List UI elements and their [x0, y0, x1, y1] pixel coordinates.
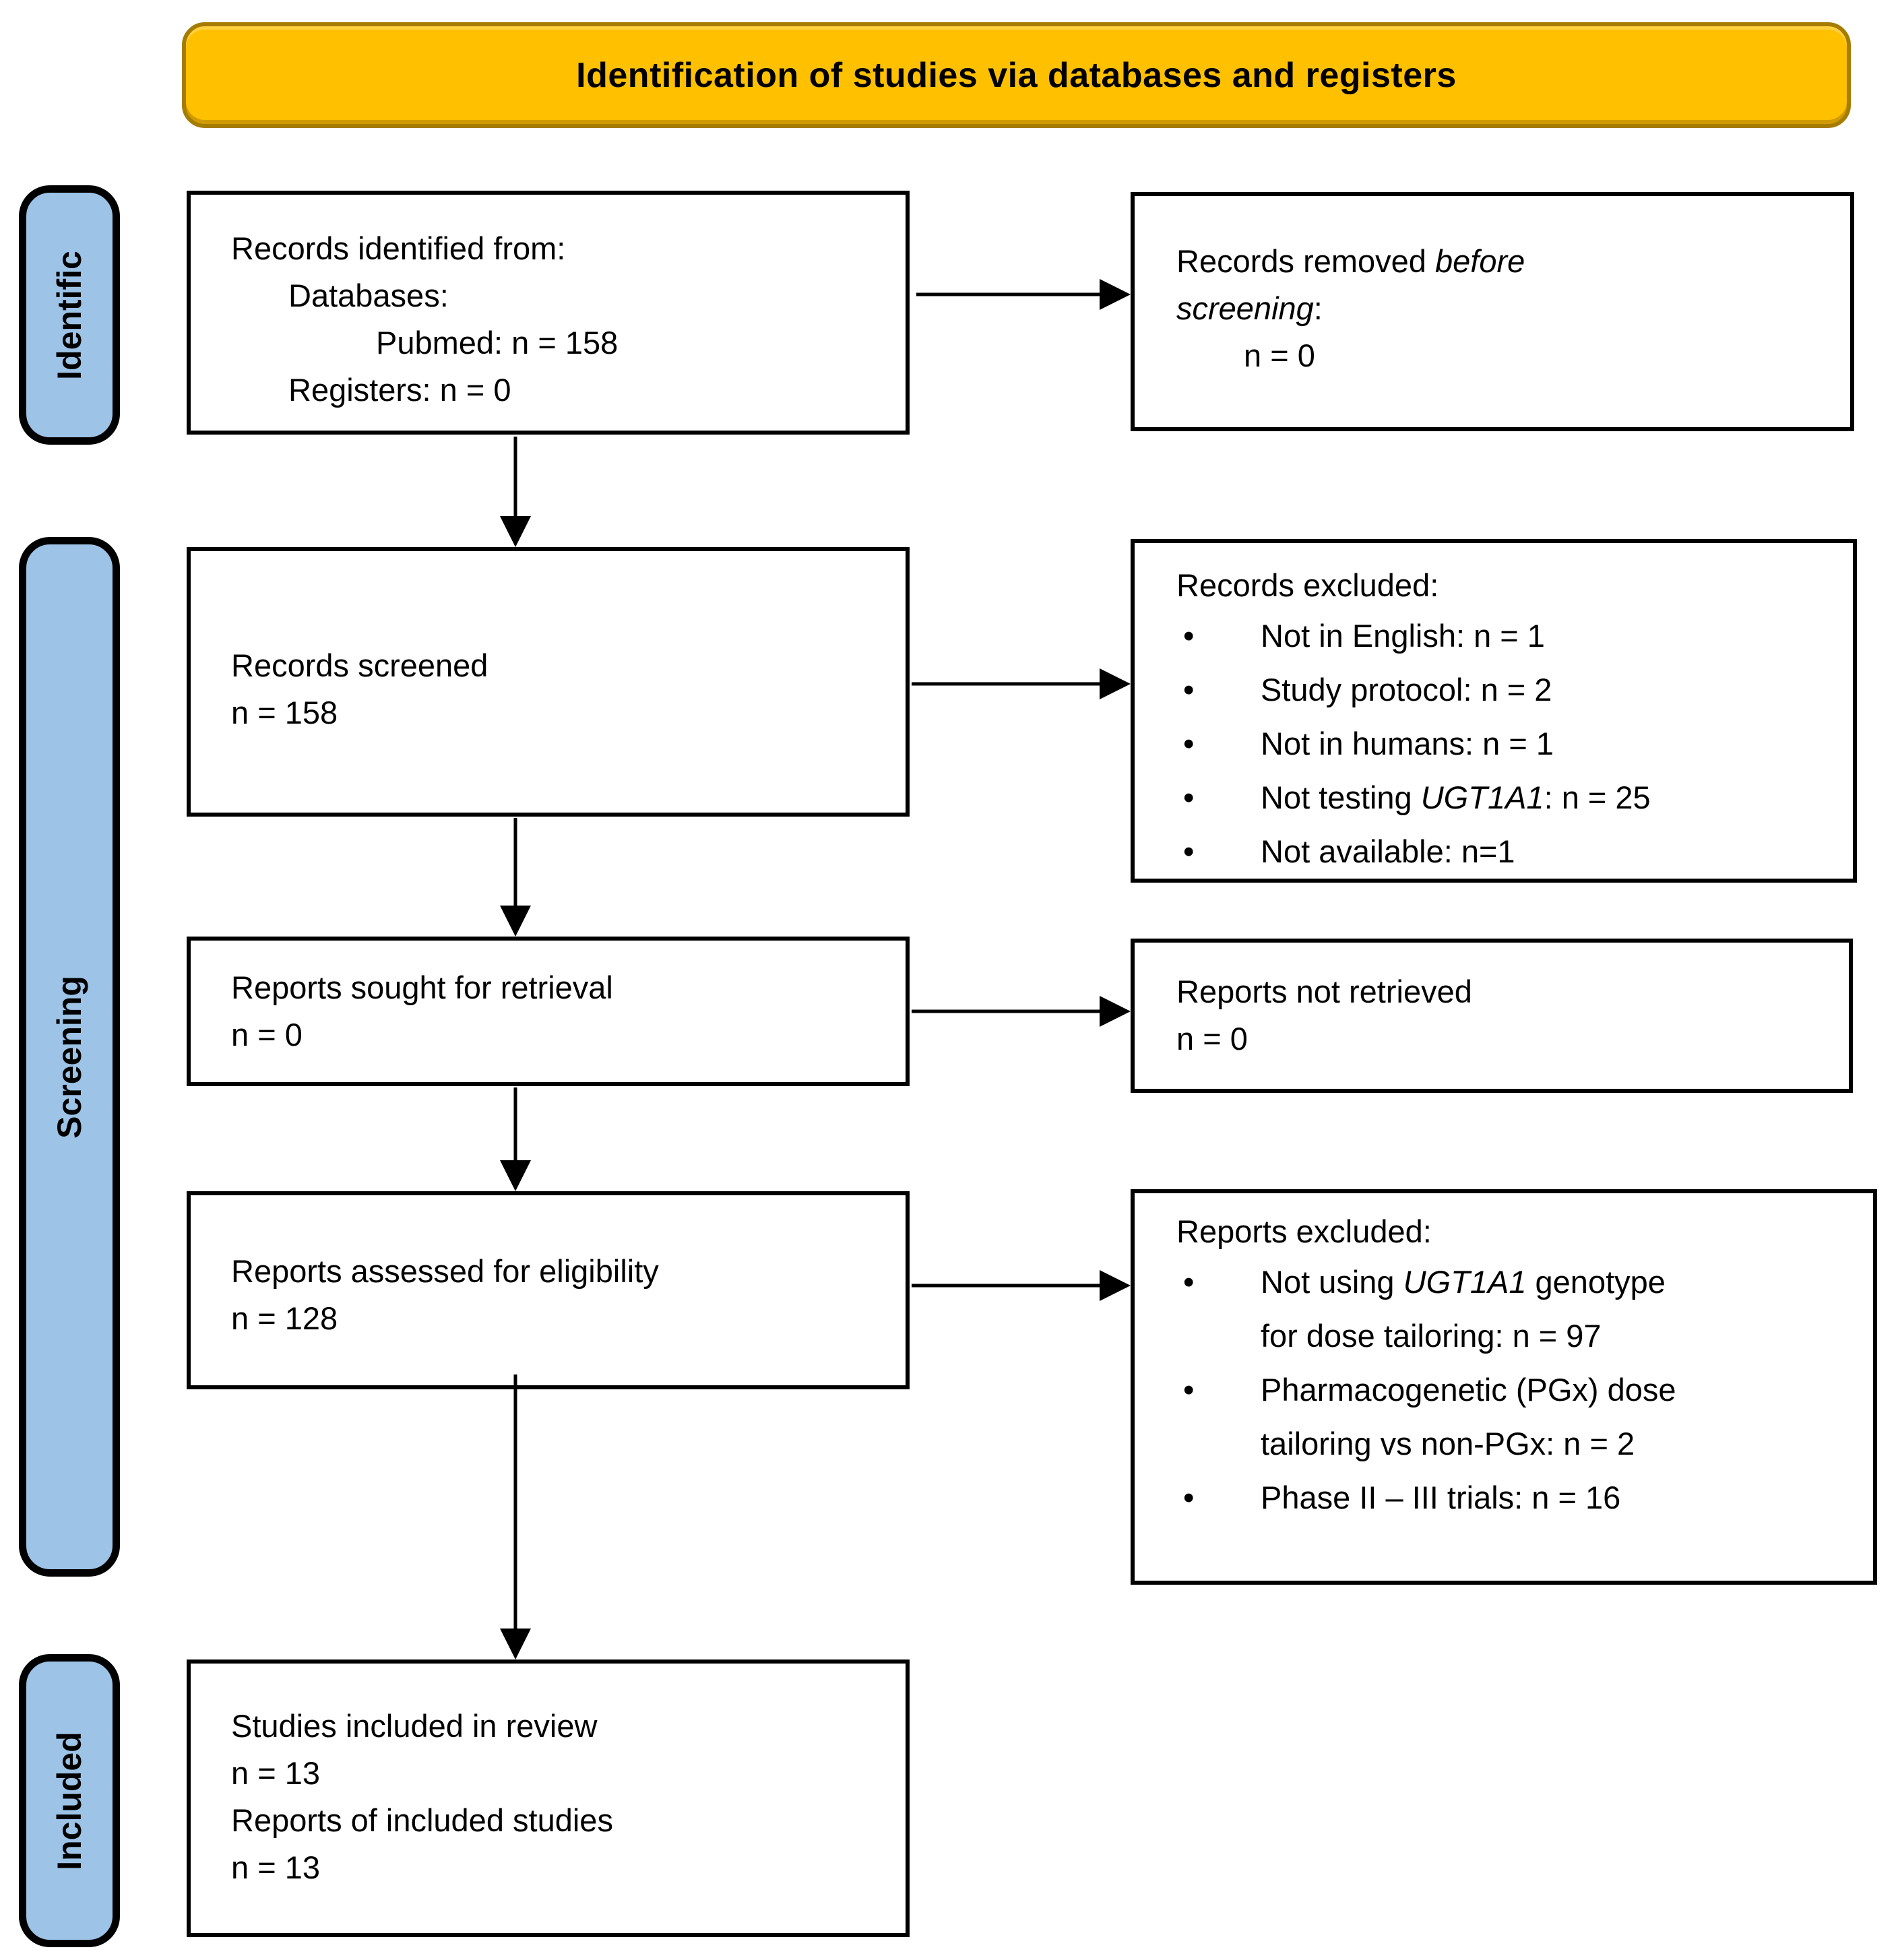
records-excluded-item-text: Not testing UGT1A1: n = 25 — [1261, 771, 1843, 825]
reports-excluded-item-text: Not using UGT1A1 genotype for dose tailo… — [1261, 1255, 1863, 1363]
item-em: UGT1A1 — [1420, 780, 1544, 815]
item-text: Phase II – III trials: n = 16 — [1261, 1480, 1621, 1515]
records-removed-em1: before — [1435, 243, 1525, 279]
arrow-identified-to-removed — [916, 279, 1131, 310]
records-screened-box: Records screened n = 158 — [187, 547, 910, 817]
records-removed-colon: : — [1313, 290, 1323, 326]
records-identified-registers: Registers: n = 0 — [288, 372, 511, 408]
reports-sought-box: Reports sought for retrieval n = 0 — [187, 937, 910, 1086]
reports-excluded-item-text: Phase II – III trials: n = 16 — [1261, 1471, 1863, 1525]
arrow-screened-to-sought — [500, 818, 531, 937]
reports-sought-count: n = 0 — [231, 1017, 303, 1052]
records-excluded-heading: Records excluded: — [1176, 567, 1439, 603]
bullet-icon: • — [1183, 833, 1195, 869]
bullet-icon: • — [1183, 672, 1195, 707]
item-line2: tailoring vs non-PGx: n = 2 — [1261, 1426, 1635, 1461]
records-identified-databases: Databases: — [288, 278, 449, 313]
arrow-screened-to-records-excluded — [912, 668, 1131, 699]
arrow-assessed-to-included — [500, 1374, 531, 1659]
item-line1: Not using UGT1A1 genotype — [1261, 1264, 1666, 1300]
sidebar-included: Included — [19, 1654, 120, 1947]
bullet-icon: • — [1183, 1480, 1195, 1515]
records-excluded-item: • Not in humans: n = 1 — [1176, 717, 1843, 771]
item-tail: : n = 25 — [1544, 780, 1651, 815]
item-line1: Pharmacogenetic (PGx) dose — [1261, 1372, 1676, 1408]
sidebar-screening: Screening — [19, 537, 120, 1577]
item-text: Not available: n=1 — [1261, 833, 1515, 869]
bullet-icon: • — [1183, 1264, 1195, 1300]
reports-assessed-line: Reports assessed for eligibility — [231, 1253, 659, 1289]
reports-excluded-heading: Reports excluded: — [1176, 1213, 1432, 1249]
bullet-icon: • — [1183, 1372, 1195, 1408]
reports-excluded-item: • Pharmacogenetic (PGx) dose tailoring v… — [1176, 1363, 1863, 1471]
reports-assessed-box: Reports assessed for eligibility n = 128 — [187, 1191, 910, 1389]
reports-excluded-item: • Not using UGT1A1 genotype for dose tai… — [1176, 1255, 1863, 1363]
reports-included-count: n = 13 — [231, 1850, 320, 1885]
records-excluded-item: • Not in English: n = 1 — [1176, 609, 1843, 663]
records-excluded-item-text: Study protocol: n = 2 — [1261, 663, 1843, 717]
sidebar-included-label: Included — [51, 1731, 88, 1870]
records-removed-line1: Records removed before — [1176, 238, 1837, 285]
item-text: Not in humans: n = 1 — [1261, 726, 1554, 761]
reports-not-retrieved-box: Reports not retrieved n = 0 — [1131, 939, 1853, 1093]
records-excluded-item: • Not available: n=1 — [1176, 825, 1843, 879]
sidebar-screening-label: Screening — [51, 975, 88, 1139]
reports-not-retrieved-count: n = 0 — [1176, 1021, 1248, 1056]
item-text: Not using — [1261, 1264, 1403, 1300]
bullet-icon: • — [1183, 726, 1195, 761]
studies-included-box: Studies included in review n = 13 Report… — [187, 1659, 910, 1937]
banner: Identification of studies via databases … — [182, 22, 1851, 128]
records-screened-count: n = 158 — [231, 695, 338, 730]
records-excluded-item: • Study protocol: n = 2 — [1176, 663, 1843, 717]
arrow-identified-to-screened — [500, 437, 531, 547]
arrow-sought-to-not-retrieved — [912, 996, 1131, 1027]
item-line1: Phase II – III trials: n = 16 — [1261, 1480, 1620, 1515]
arrow-assessed-to-reports-excluded — [912, 1270, 1131, 1301]
reports-assessed-count: n = 128 — [231, 1300, 338, 1336]
records-removed-count: n = 0 — [1244, 338, 1315, 373]
records-excluded-item: • Not testing UGT1A1: n = 25 — [1176, 771, 1843, 825]
reports-excluded-box: Reports excluded: • Not using UGT1A1 gen… — [1131, 1189, 1877, 1585]
sidebar-identification: Identific — [19, 185, 120, 445]
records-removed-em2: screening — [1176, 290, 1314, 326]
banner-title: Identification of studies via databases … — [576, 55, 1457, 95]
reports-excluded-item: • Phase II – III trials: n = 16 — [1176, 1471, 1863, 1525]
records-removed-box: Records removed before screening: n = 0 — [1131, 192, 1854, 431]
studies-included-line: Studies included in review — [231, 1708, 598, 1744]
item-text: Not in English: n = 1 — [1261, 618, 1545, 654]
item-text: Pharmacogenetic (PGx) dose — [1261, 1372, 1676, 1408]
reports-sought-line: Reports sought for retrieval — [231, 970, 613, 1005]
records-identified-box: Records identified from: Databases: Pubm… — [187, 191, 910, 435]
reports-not-retrieved-line: Reports not retrieved — [1176, 974, 1472, 1009]
item-em: UGT1A1 — [1403, 1264, 1527, 1300]
arrow-sought-to-assessed — [500, 1087, 531, 1191]
records-screened-line: Records screened — [231, 647, 488, 683]
records-identified-line: Records identified from: — [231, 230, 566, 266]
bullet-icon: • — [1183, 780, 1195, 815]
records-removed-line2: screening: — [1176, 285, 1837, 332]
records-excluded-item-text: Not in humans: n = 1 — [1261, 717, 1843, 771]
records-removed-text: Records removed — [1176, 243, 1435, 279]
item-line2: for dose tailoring: n = 97 — [1261, 1318, 1602, 1354]
item-text: Study protocol: n = 2 — [1261, 672, 1552, 707]
records-excluded-item-text: Not in English: n = 1 — [1261, 609, 1843, 663]
item-text: Not testing — [1261, 780, 1421, 815]
item-tail: genotype — [1526, 1264, 1666, 1300]
records-excluded-item-text: Not available: n=1 — [1261, 825, 1843, 879]
studies-included-count: n = 13 — [231, 1755, 320, 1791]
reports-excluded-item-text: Pharmacogenetic (PGx) dose tailoring vs … — [1261, 1363, 1863, 1471]
bullet-icon: • — [1183, 618, 1195, 654]
records-excluded-box: Records excluded: • Not in English: n = … — [1131, 539, 1857, 883]
reports-included-line: Reports of included studies — [231, 1802, 613, 1838]
records-identified-pubmed: Pubmed: n = 158 — [376, 325, 619, 360]
sidebar-identification-label: Identific — [51, 250, 88, 380]
